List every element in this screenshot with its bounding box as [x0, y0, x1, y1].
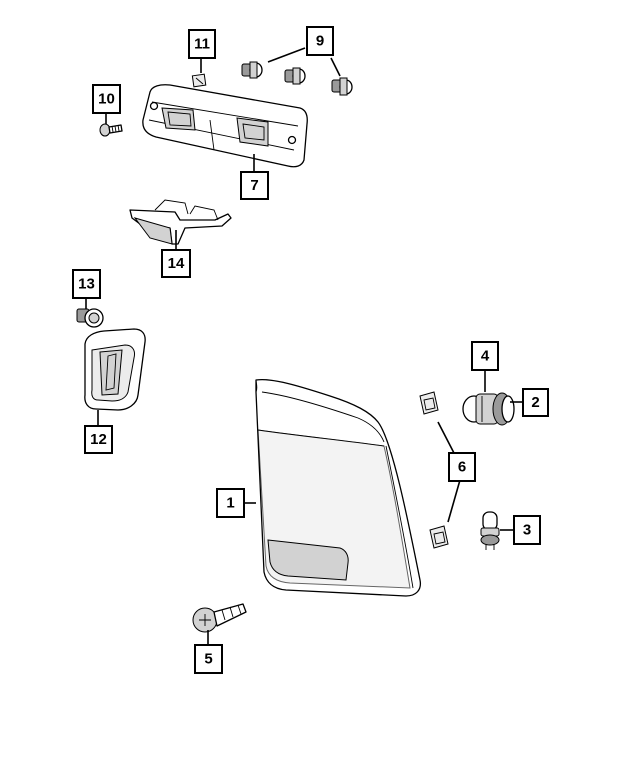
callout-6: 6	[448, 452, 476, 482]
callout-10: 10	[92, 84, 121, 114]
callout-13: 13	[72, 269, 101, 299]
callout-14: 14	[161, 249, 191, 278]
callout-11-label: 11	[194, 36, 210, 53]
callout-3-label: 3	[523, 522, 531, 539]
callout-14-label: 14	[168, 255, 185, 272]
clips-part-6	[419, 391, 449, 549]
screw-part-10	[99, 123, 123, 137]
callout-13-label: 13	[78, 276, 95, 293]
callout-4-label: 4	[481, 348, 490, 365]
callout-7-label: 7	[250, 177, 258, 194]
callout-1: 1	[216, 488, 245, 518]
callout-9-label: 9	[316, 33, 324, 50]
bezel-part-12	[84, 328, 146, 411]
leader-lines	[85, 47, 523, 645]
bulb-part-3	[480, 511, 500, 550]
callout-4: 4	[471, 341, 499, 371]
callout-3: 3	[513, 515, 541, 545]
callout-2-label: 2	[531, 394, 539, 411]
callout-2: 2	[522, 388, 549, 417]
screw-part-5	[192, 603, 247, 633]
socket-part-13	[76, 308, 104, 328]
callout-11: 11	[188, 29, 216, 59]
callout-5: 5	[194, 644, 223, 674]
callout-6-label: 6	[458, 459, 466, 476]
callout-5-label: 5	[204, 651, 212, 668]
callout-9: 9	[306, 26, 334, 56]
callout-7: 7	[240, 171, 269, 200]
tail-lamp-part-1	[255, 378, 422, 597]
callout-1-label: 1	[226, 495, 234, 512]
callout-12-label: 12	[90, 431, 107, 448]
callout-12: 12	[84, 425, 113, 454]
third-brake-lamp-part	[142, 84, 308, 168]
callout-10-label: 10	[98, 91, 115, 108]
bulb-socket-part-2-4	[462, 392, 515, 426]
clip-part-11	[191, 73, 207, 88]
bracket-part-14	[129, 199, 232, 245]
bulbs-part-9	[241, 61, 353, 96]
